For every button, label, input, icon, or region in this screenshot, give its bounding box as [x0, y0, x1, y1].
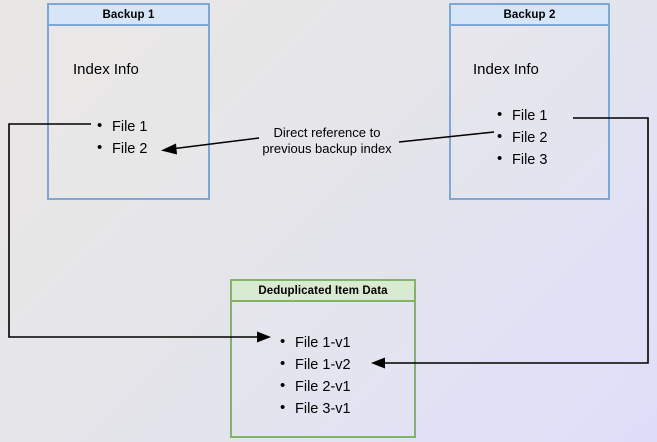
- node-backup-1-body: [47, 3, 210, 200]
- node-backup-1[interactable]: Backup 1: [47, 3, 210, 200]
- backup-1-index-info-label: Index Info: [73, 61, 139, 78]
- node-backup-2-header: Backup 2: [449, 3, 610, 26]
- edge-label-direct-reference: Direct reference to previous backup inde…: [247, 125, 407, 157]
- list-item: File 2: [497, 126, 547, 149]
- list-item: File 1: [497, 104, 547, 127]
- backup-2-file-list: File 1 File 2 File 3: [497, 104, 547, 171]
- backup-2-index-info-label: Index Info: [473, 61, 539, 78]
- edge-label-line-1: Direct reference to: [273, 125, 381, 140]
- list-item: File 1-v2: [280, 353, 351, 376]
- edge-label-line-2: previous backup index: [262, 141, 392, 156]
- node-deduplicated-item-data-header: Deduplicated Item Data: [230, 279, 416, 302]
- list-item: File 2: [97, 137, 147, 160]
- dedup-file-list: File 1-v1 File 1-v2 File 2-v1 File 3-v1: [280, 331, 351, 420]
- list-item: File 1: [97, 115, 147, 138]
- list-item: File 3-v1: [280, 397, 351, 420]
- list-item: File 3: [497, 148, 547, 171]
- list-item: File 1-v1: [280, 331, 351, 354]
- backup-1-file-list: File 1 File 2: [97, 115, 147, 160]
- list-item: File 2-v1: [280, 375, 351, 398]
- node-backup-1-header: Backup 1: [47, 3, 210, 26]
